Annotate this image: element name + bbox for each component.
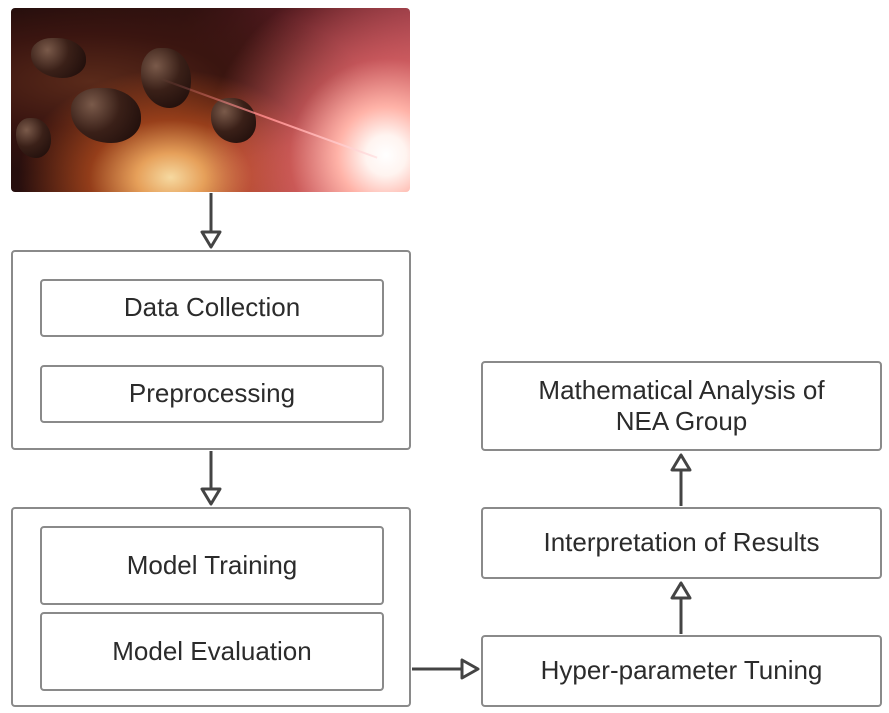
asteroid-rock [31, 38, 86, 78]
step-label-line1: Mathematical Analysis of [538, 374, 825, 405]
step-label-line2: NEA Group [615, 406, 748, 436]
arrow-group2-to-tuning [412, 658, 480, 680]
asteroid-rock [16, 118, 51, 158]
step-model-evaluation[interactable]: Model Evaluation [40, 612, 384, 691]
step-data-collection[interactable]: Data Collection [40, 279, 384, 337]
step-label: Hyper-parameter Tuning [540, 655, 823, 686]
step-model-training[interactable]: Model Training [40, 526, 384, 605]
step-label: Model Evaluation [112, 635, 312, 666]
step-interpretation-of-results[interactable]: Interpretation of Results [481, 507, 882, 579]
asteroid-rock [71, 88, 141, 143]
asteroid-rock [141, 48, 191, 108]
step-preprocessing[interactable]: Preprocessing [40, 365, 384, 423]
step-label: Preprocessing [128, 378, 296, 409]
step-mathematical-analysis[interactable]: Mathematical Analysis of NEA Group [481, 361, 882, 451]
modeling-group: Model Training Model Evaluation [11, 507, 411, 707]
asteroid-image [11, 8, 410, 192]
arrow-image-to-group1 [200, 193, 222, 249]
preparation-group: Data Collection Preprocessing [11, 250, 411, 450]
step-hyperparameter-tuning[interactable]: Hyper-parameter Tuning [481, 635, 882, 707]
arrow-group1-to-group2 [200, 451, 222, 506]
step-label: Interpretation of Results [543, 527, 820, 558]
step-label: Model Training [126, 549, 298, 580]
arrow-tuning-to-interpretation [670, 581, 692, 634]
arrow-interpretation-to-analysis [670, 453, 692, 506]
step-label: Data Collection [123, 292, 301, 323]
